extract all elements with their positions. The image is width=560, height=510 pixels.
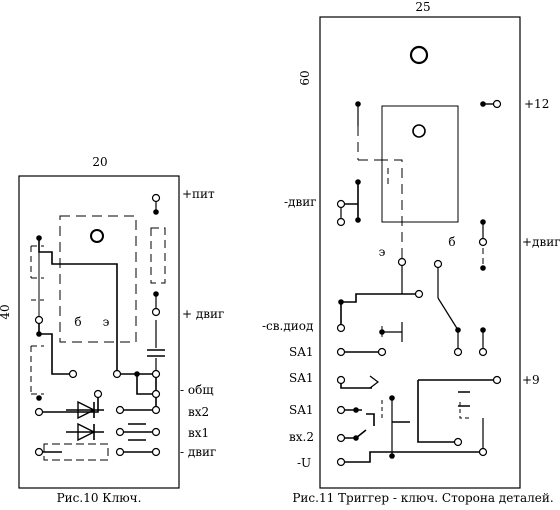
fig10-label-vx2: вх2 [188,405,209,419]
fig10-resistor-left-bottom [30,345,44,395]
fig11-dashed-2 [378,159,403,262]
fig11-label-plus9: +9 [522,373,540,387]
fig11-label-e: э [379,245,386,259]
fig11-trace-b-2 [437,297,459,331]
fig11-transistor-hole [412,124,426,138]
fig11-label-sv-diod: -св.диод [262,319,313,333]
fig10-dim-left: 40 [0,304,12,319]
fig11-arrow [369,375,379,389]
fig11-label-plus-dvig: +двиг [522,235,560,249]
fig10-dim-top: 20 [92,155,107,169]
fig11-caption: Рис.11 Триггер - ключ. Сторона деталей. [292,491,553,505]
fig11-dots [338,101,486,459]
fig11-outline [319,16,521,489]
fig11-trace-sa1-b [340,380,372,389]
fig11-trace-plus9-b [458,391,470,407]
fig10-transistor-outline [59,215,137,343]
fig10-label-vx1: вх1 [188,426,209,440]
fig11-label-sa1-c: SA1 [289,403,314,417]
fig11-label-minus-dvig: -двиг [284,195,316,209]
fig10-trace-base [38,238,118,374]
fig11-dashed-1 [357,126,378,161]
fig11-dim-left: 60 [298,70,312,85]
fig10-mount-hole [90,229,104,243]
fig11-trace-sv-diod [340,293,419,328]
fig10-trace-diode [39,394,99,413]
fig11-mount-hole [409,45,429,65]
fig11-label-vx2: вх.2 [289,430,314,444]
fig10-resistor-left-top [30,245,44,279]
fig11-board: 25 60 [262,0,560,505]
fig11-label-sa1-b: SA1 [289,371,314,385]
fig10-label-minus-dvig: - двиг [180,445,216,459]
fig11-trace-minus-u [341,451,483,463]
fig11-transistor-body [381,105,459,223]
fig11-label-plus12: +12 [524,97,549,111]
fig10-board: 20 40 [0,155,224,505]
fig10-diode-2 [66,422,104,442]
fig10-dots [36,209,159,401]
fig10-label-b: б [74,315,81,329]
fig11-dashed-7 [459,402,470,419]
fig11-trace-sa1-c [366,413,410,426]
fig10-label-e: э [103,315,110,329]
fig10-label-plus-dvig: + двиг [182,307,224,321]
fig10-trace-emitter [38,320,73,375]
fig10-caption: Рис.10 Ключ. [57,491,142,505]
fig11-trace-plus9 [417,379,497,443]
fig10-trace-common-2 [136,374,156,395]
fig10-resistor-bottom [43,443,109,461]
fig10-label-obsh: - общ [180,383,213,397]
fig11-dim-top: 25 [415,0,430,14]
fig10-resistor-right [150,227,166,284]
fig11-label-minus-u: -U [297,456,311,470]
fig10-diode-1 [66,400,104,420]
fig10-label-plus-pit: +пит [182,187,215,201]
fig10-outline [18,175,180,489]
fig11-label-sa1-a: SA1 [289,345,314,359]
fig11-label-b: б [448,235,455,249]
fig11-pads [336,99,502,467]
fig10-pads [34,193,161,457]
